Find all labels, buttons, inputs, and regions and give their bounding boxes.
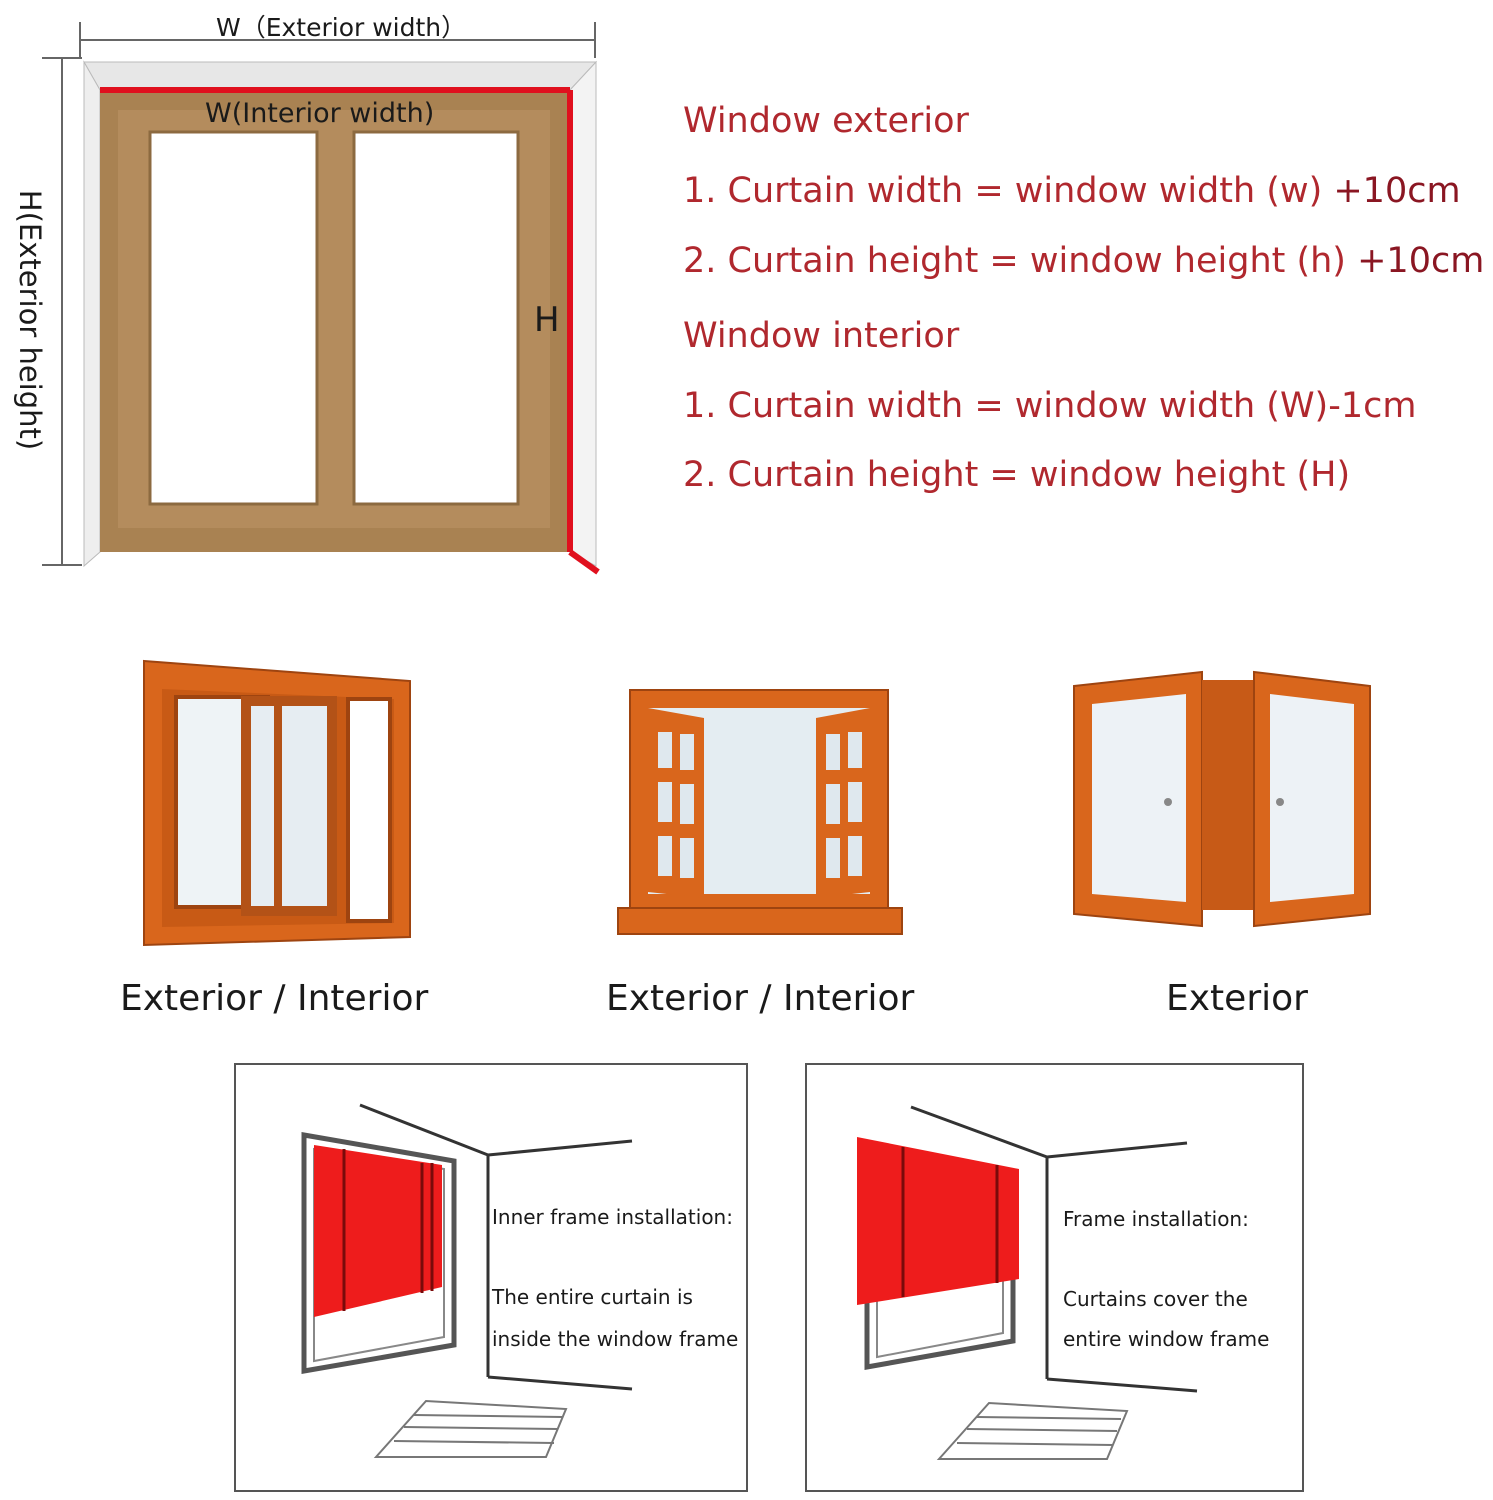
exterior-width-rule: 1. Curtain width = window width (w) +10c… (683, 171, 1461, 211)
frame-installation-panel: Frame installation: Curtains cover the e… (805, 1063, 1304, 1492)
window-measure-illustration (42, 22, 600, 575)
interior-height-label: H (534, 300, 560, 340)
exterior-width-rule-text: 1. Curtain width = window width (w) (683, 171, 1334, 211)
sliding-window-illustration (143, 659, 411, 947)
exterior-width-add: +10cm (1333, 171, 1461, 211)
window-type-caption-1: Exterior / Interior (120, 978, 429, 1019)
inner-frame-line-2: inside the window frame (492, 1327, 739, 1351)
casement-window-illustration (617, 689, 903, 935)
interior-heading: Window interior (683, 316, 960, 356)
interior-height-rule: 2. Curtain height = window height (H) (683, 455, 1351, 495)
interior-width-rule: 1. Curtain width = window width (W)-1cm (683, 386, 1417, 426)
frame-line-1: Curtains cover the (1063, 1287, 1248, 1311)
inner-frame-installation-panel: Inner frame installation: The entire cur… (234, 1063, 748, 1492)
frame-line-2: entire window frame (1063, 1327, 1270, 1351)
inner-frame-room-illustration (301, 1103, 633, 1458)
exterior-height-rule-text: 2. Curtain height = window height (h) (683, 241, 1358, 281)
inner-frame-line-1: The entire curtain is (492, 1285, 693, 1309)
exterior-height-add: +10cm (1357, 241, 1485, 281)
exterior-heading: Window exterior (683, 101, 969, 141)
exterior-height-label: H(Exterior height) (13, 189, 47, 451)
frame-room-illustration (857, 1105, 1198, 1460)
window-type-caption-2: Exterior / Interior (606, 978, 915, 1019)
exterior-height-rule: 2. Curtain height = window height (h) +1… (683, 241, 1484, 281)
exterior-width-label: W（Exterior width） (216, 13, 467, 42)
interior-width-label: W(Interior width) (205, 98, 435, 129)
window-type-caption-3: Exterior (1166, 978, 1308, 1019)
frame-title: Frame installation: (1063, 1207, 1249, 1231)
inner-frame-title: Inner frame installation: (492, 1205, 733, 1229)
double-casement-illustration (1073, 670, 1371, 928)
